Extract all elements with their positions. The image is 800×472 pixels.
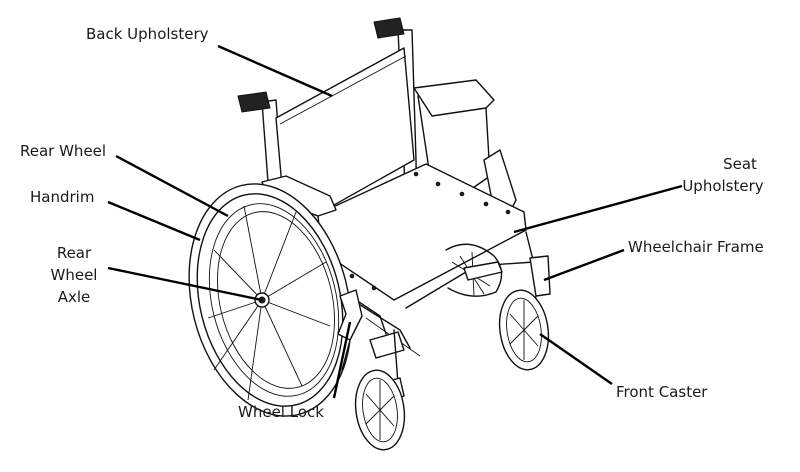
leader-back-upholstery [217, 44, 333, 98]
back-post-left [237, 91, 283, 183]
label-seat-upholstery-line1: Seat [723, 155, 757, 173]
label-rear-wheel-axle: Rear Wheel Axle [44, 242, 104, 308]
label-rear-wheel-axle-line2: Wheel [50, 266, 98, 284]
label-wheelchair-frame: Wheelchair Frame [628, 238, 764, 256]
label-front-caster: Front Caster [616, 383, 708, 401]
wheel-lock [337, 289, 363, 371]
leader-wheelchair-frame [543, 248, 625, 282]
label-seat-upholstery-line2: Upholstery [682, 177, 764, 195]
leader-lines [107, 44, 683, 399]
leader-seat-upholstery [513, 184, 683, 234]
label-back-upholstery: Back Upholstery [86, 25, 209, 43]
front-caster-right [498, 289, 550, 371]
leader-rear-wheel-axle [107, 266, 263, 302]
label-rear-wheel-axle-line1: Rear [56, 244, 92, 262]
leader-front-caster [539, 333, 613, 385]
leader-rear-wheel [115, 154, 229, 218]
label-handrim: Handrim [30, 188, 95, 206]
leader-wheel-lock [332, 321, 352, 399]
label-wheel-lock: Wheel Lock [238, 403, 324, 421]
rear-wheel-spokes [207, 205, 331, 401]
leader-handrim [107, 200, 201, 242]
front-caster-left [354, 329, 406, 451]
label-rear-wheel: Rear Wheel [20, 142, 107, 160]
label-rear-wheel-axle-line3: Axle [57, 288, 91, 306]
label-seat-upholstery: Seat Upholstery [668, 153, 778, 197]
